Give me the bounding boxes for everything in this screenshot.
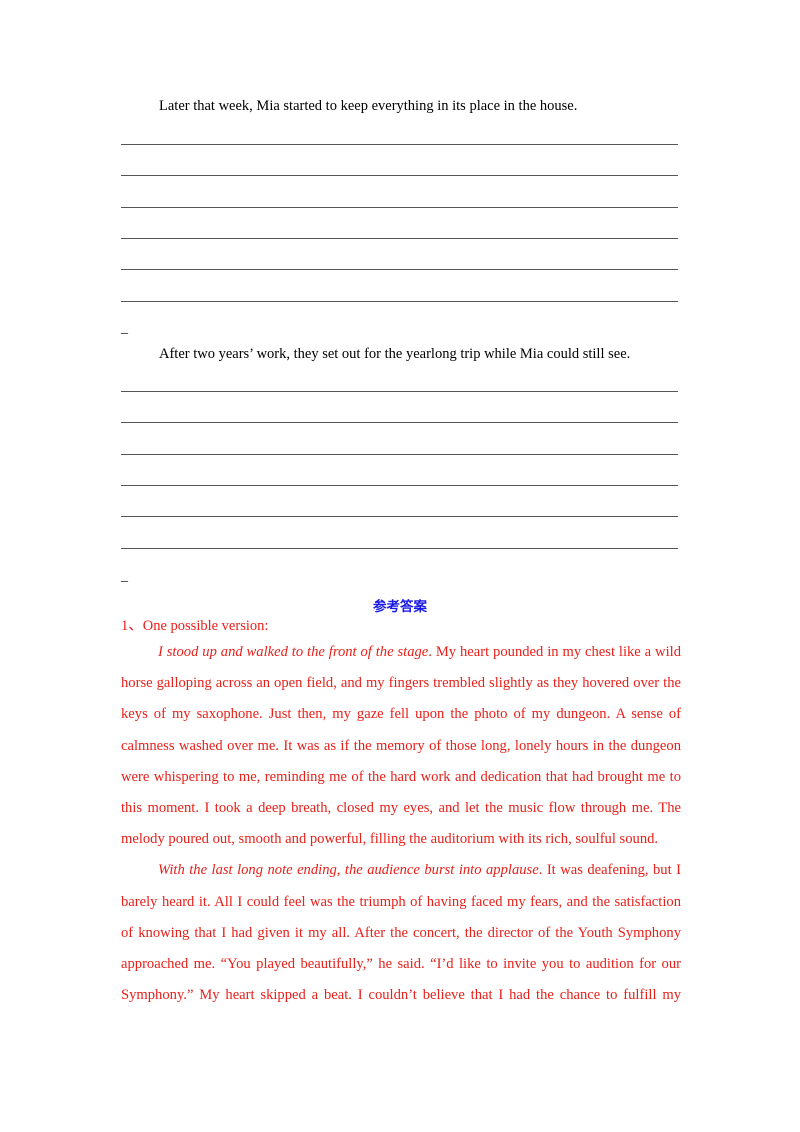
writing-line — [121, 175, 678, 176]
writing-line — [121, 301, 678, 302]
writing-line — [121, 238, 678, 239]
answer-key-heading: 参考答案 — [373, 599, 427, 615]
essay-paragraph-1-body: . My heart pounded in my chest like a wi… — [121, 644, 681, 848]
writing-line — [121, 144, 678, 145]
essay-paragraph-2-body: . It was deafening, but I barely heard i… — [121, 862, 681, 1004]
writing-line — [121, 422, 678, 423]
writing-line — [121, 454, 678, 455]
essay-paragraph-1-opening: I stood up and walked to the front of th… — [158, 644, 429, 660]
writing-line — [121, 516, 678, 517]
essay-paragraph-2: With the last long note ending, the audi… — [121, 855, 681, 1011]
blank-marker-2: _ — [121, 569, 128, 584]
writing-line — [121, 207, 678, 208]
writing-line — [121, 269, 678, 270]
blank-marker-1: _ — [121, 321, 128, 336]
answer-item-number: 1、One possible version: — [121, 618, 269, 634]
continuation-prompt-2: After two years’ work, they set out for … — [159, 346, 631, 362]
writing-line — [121, 548, 678, 549]
essay-paragraph-1: I stood up and walked to the front of th… — [121, 637, 681, 855]
writing-line — [121, 391, 678, 392]
writing-line — [121, 485, 678, 486]
continuation-prompt-1: Later that week, Mia started to keep eve… — [159, 98, 578, 114]
sample-essay: I stood up and walked to the front of th… — [121, 637, 681, 1011]
essay-paragraph-2-opening: With the last long note ending, the audi… — [158, 862, 539, 879]
